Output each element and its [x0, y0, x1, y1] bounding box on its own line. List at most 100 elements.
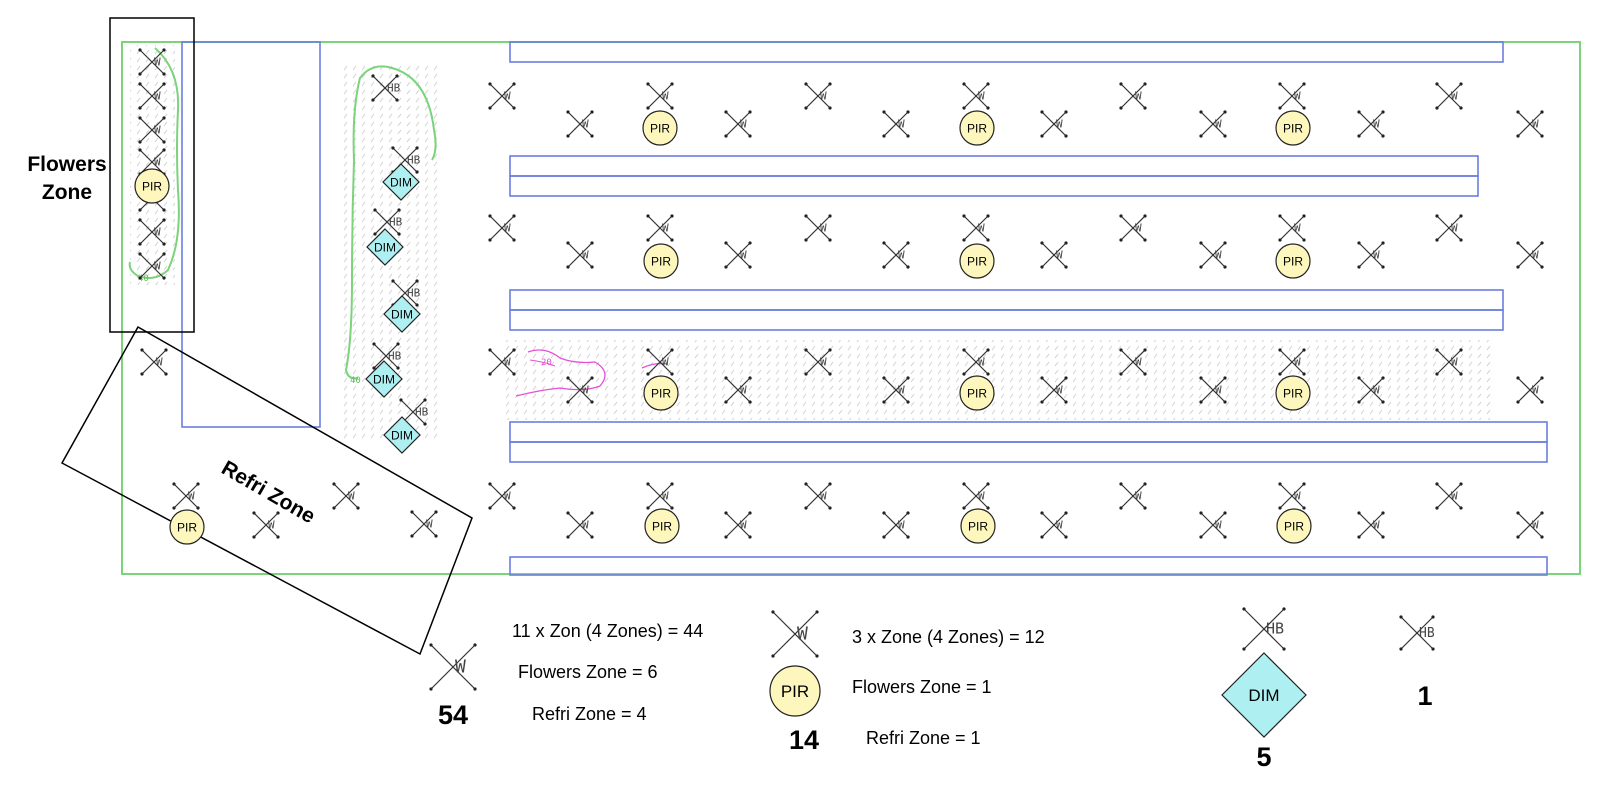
- w-fixture-icon: W: [1516, 241, 1544, 269]
- w-fixture-icon: W: [138, 116, 166, 144]
- svg-text:DIM: DIM: [391, 428, 413, 442]
- svg-text:W: W: [1294, 221, 1301, 234]
- hb-fixture-icon: HB: [372, 342, 402, 370]
- shelf-row1-a: [509, 155, 1479, 177]
- svg-text:W: W: [1056, 248, 1063, 261]
- flowers-zone-label-line1: Flowers: [27, 153, 106, 176]
- svg-text:W: W: [154, 123, 161, 136]
- w-fixture-icon: W: [1278, 82, 1306, 110]
- w-fixture-icon: W: [1516, 376, 1544, 404]
- svg-text:W: W: [504, 355, 511, 368]
- w-fixture-icon: W: [1040, 376, 1068, 404]
- svg-text:W: W: [820, 489, 827, 502]
- svg-text:HB: HB: [415, 405, 429, 418]
- svg-text:W: W: [582, 383, 589, 396]
- svg-text:W: W: [740, 383, 747, 396]
- pir-sensor-icon: PIR: [959, 243, 995, 279]
- w-fixture-icon: W: [1199, 511, 1227, 539]
- svg-text:PIR: PIR: [781, 682, 809, 701]
- svg-text:W: W: [1294, 355, 1301, 368]
- hb-fixture-icon: HB: [373, 208, 403, 236]
- svg-text:W: W: [1294, 489, 1301, 502]
- svg-text:W: W: [1215, 248, 1222, 261]
- legend-w-icon: W: [429, 643, 477, 691]
- flowers-zone-label-line2: Zone: [42, 181, 92, 204]
- svg-text:W: W: [455, 656, 466, 677]
- shelf-row3-a: [509, 421, 1548, 443]
- w-fixture-icon: W: [646, 82, 674, 110]
- svg-text:W: W: [504, 89, 511, 102]
- svg-text:HB: HB: [407, 153, 421, 166]
- dim-control-icon: DIM: [383, 416, 421, 454]
- svg-text:PIR: PIR: [968, 519, 988, 533]
- svg-text:HB: HB: [1266, 620, 1284, 638]
- w-fixtures: W W W W W W W W W W W W W W W W W W W W W W W W W W W W W W W W W W W W W W W W…: [138, 48, 1544, 539]
- shelf-row2-b: [509, 309, 1504, 331]
- legend-w-icon-2: W: [771, 610, 819, 658]
- svg-text:W: W: [1373, 518, 1380, 531]
- dim-control-icon: DIM: [365, 360, 403, 398]
- w-fixture-icon: W: [488, 214, 516, 242]
- svg-text:W: W: [1056, 383, 1063, 396]
- svg-text:PIR: PIR: [177, 520, 197, 534]
- pir-sensor-icon: PIR: [642, 110, 678, 146]
- dim-control-icon: DIM: [383, 295, 421, 333]
- svg-text:W: W: [1215, 383, 1222, 396]
- svg-text:PIR: PIR: [651, 386, 671, 400]
- pir-sensor-icon: PIR: [643, 375, 679, 411]
- w-fixture-icon: W: [488, 482, 516, 510]
- w-fixture-icon: W: [488, 82, 516, 110]
- svg-text:W: W: [978, 221, 985, 234]
- legend-pir-line1: 3 x Zone (4 Zones) = 12: [852, 627, 1045, 647]
- shelf-bottom: [509, 556, 1548, 576]
- w-fixture-icon: W: [138, 218, 166, 246]
- svg-text:W: W: [1135, 221, 1142, 234]
- w-fixture-icon: W: [410, 510, 438, 538]
- svg-text:W: W: [797, 623, 808, 644]
- w-fixture-icon: W: [1119, 348, 1147, 376]
- hb-fixture-icon: HB: [1242, 607, 1286, 651]
- w-fixture-icon: W: [1435, 82, 1463, 110]
- svg-text:W: W: [740, 518, 747, 531]
- w-fixture-icon: W: [332, 482, 360, 510]
- pir-sensor-icon: PIR: [959, 375, 995, 411]
- w-fixture-icon: W: [882, 241, 910, 269]
- w-fixture-icon: W: [962, 348, 990, 376]
- svg-text:W: W: [1215, 518, 1222, 531]
- svg-text:HB: HB: [387, 81, 401, 94]
- svg-text:W: W: [1135, 355, 1142, 368]
- svg-text:HB: HB: [388, 349, 402, 362]
- w-fixture-icon: W: [140, 348, 168, 376]
- pink-mark: 20: [541, 358, 552, 368]
- svg-text:W: W: [154, 55, 161, 68]
- svg-text:W: W: [978, 89, 985, 102]
- w-fixture-icon: W: [252, 511, 280, 539]
- pir-sensor-icon: PIR: [1275, 243, 1311, 279]
- svg-text:W: W: [1451, 221, 1458, 234]
- w-fixture-icon: W: [804, 82, 832, 110]
- pir-sensor-icon: PIR: [960, 508, 996, 544]
- svg-text:W: W: [1373, 383, 1380, 396]
- w-fixture-icon: W: [1357, 110, 1385, 138]
- w-fixture-icon: W: [1435, 214, 1463, 242]
- legend-w-line2: Flowers Zone = 6: [518, 662, 658, 682]
- svg-text:HB: HB: [389, 215, 403, 228]
- svg-text:PIR: PIR: [967, 121, 987, 135]
- svg-text:W: W: [1056, 117, 1063, 130]
- w-fixture-icon: W: [771, 610, 819, 658]
- pir-sensor-icon: PIR: [959, 110, 995, 146]
- legend-pir-icon: PIR: [769, 665, 821, 717]
- svg-text:DIM: DIM: [373, 372, 395, 386]
- svg-text:W: W: [1373, 117, 1380, 130]
- legend-pir-line3: Refri Zone = 1: [866, 728, 981, 748]
- w-fixture-icon: W: [1435, 482, 1463, 510]
- w-fixture-icon: W: [1278, 348, 1306, 376]
- hb-fixture-icon: HB: [1399, 615, 1435, 651]
- w-fixture-icon: W: [646, 214, 674, 242]
- pir-sensor-icon: PIR: [1276, 508, 1312, 544]
- svg-text:W: W: [582, 248, 589, 261]
- flowers-grid-patch: [130, 45, 175, 285]
- w-fixture-icon: W: [646, 482, 674, 510]
